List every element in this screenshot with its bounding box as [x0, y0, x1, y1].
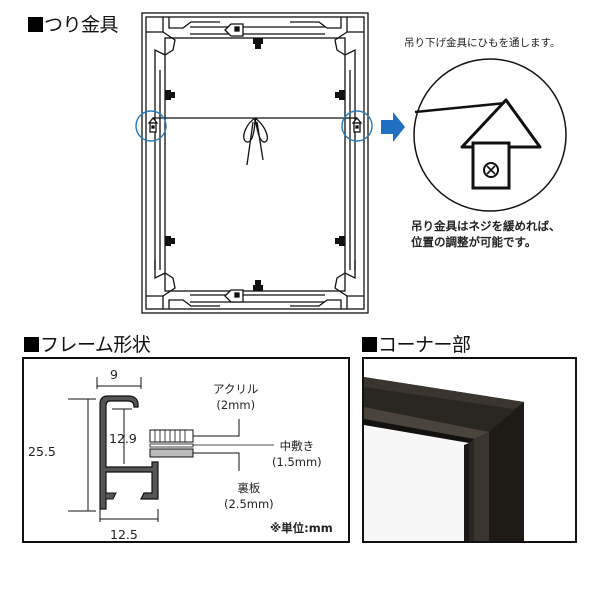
dim-width-bottom: 12.5: [110, 527, 138, 542]
layer-name: 中敷き: [279, 439, 315, 453]
frame-corner-photo: [364, 359, 575, 541]
arrow-right-icon: [381, 112, 405, 142]
profile-section-title: フレーム形状: [24, 334, 151, 356]
layer-thickness: (2mm): [216, 398, 256, 412]
hanger-highlight-left: [135, 110, 167, 142]
hanging-section-title: つり金具: [28, 14, 119, 36]
dim-inner-depth: 12.9: [109, 431, 137, 446]
hanger-adjust-note: 吊り金具はネジを緩めれば、 位置の調整が可能です。: [411, 218, 561, 250]
hanger-highlight-right: [341, 110, 373, 142]
square-bullet-icon: [362, 337, 377, 352]
corner-section-title-text: コーナー部: [378, 334, 471, 356]
frame-profile-drawing: [68, 377, 274, 522]
unit-note: ※単位:mm: [270, 521, 333, 535]
layer-acrylic-label: アクリル (2mm): [213, 381, 258, 413]
frame-back-diagram: [135, 12, 373, 314]
hanger-closeup-diagram: [413, 58, 567, 212]
corner-photo-panel: [362, 357, 577, 543]
layer-mat-label: 中敷き (1.5mm): [272, 438, 322, 470]
dim-width-top: 9: [110, 367, 118, 382]
profile-diagram-panel: [22, 357, 350, 543]
layer-thickness: (1.5mm): [272, 455, 322, 469]
corner-section-title: コーナー部: [362, 334, 471, 356]
square-bullet-icon: [24, 337, 39, 352]
square-bullet-icon: [28, 17, 43, 32]
layer-thickness: (2.5mm): [224, 497, 274, 511]
note-line-1: 吊り金具はネジを緩めれば、: [411, 219, 561, 233]
dim-height-total: 25.5: [28, 444, 56, 459]
note-line-2: 位置の調整が可能です。: [411, 235, 537, 249]
layer-backboard-label: 裏板 (2.5mm): [224, 480, 274, 512]
hanger-caption: 吊り下げ金具にひもを通します。: [404, 37, 561, 49]
layer-name: 裏板: [237, 481, 261, 495]
hanging-section-title-text: つり金具: [44, 14, 119, 36]
layer-name: アクリル: [213, 382, 259, 396]
profile-section-title-text: フレーム形状: [40, 334, 151, 356]
